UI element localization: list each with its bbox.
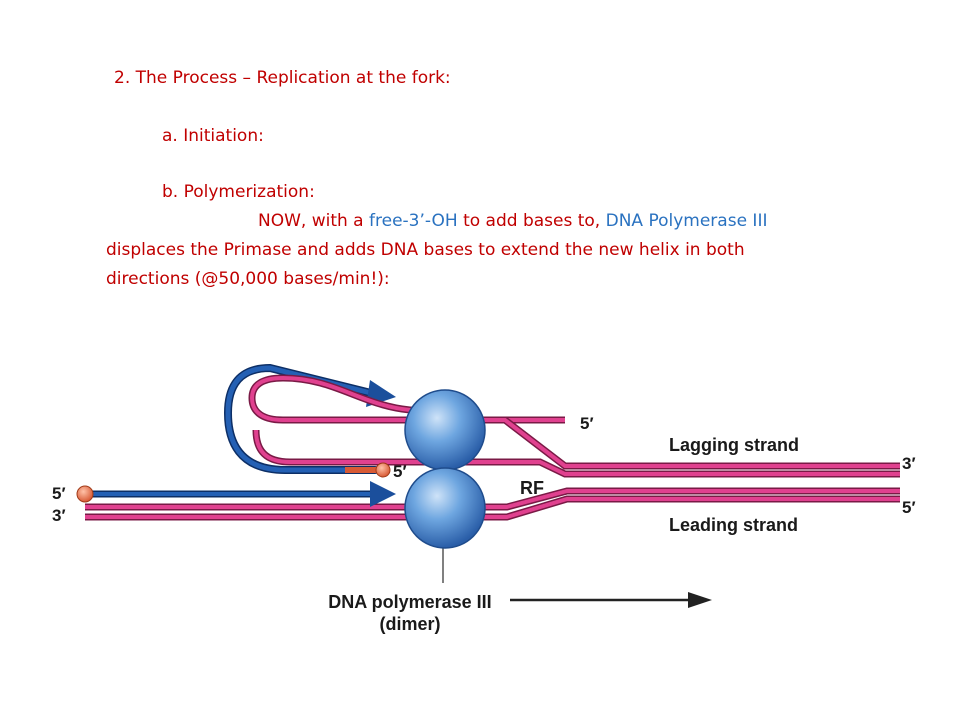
- label-enzyme: DNA polymerase III: [328, 592, 491, 612]
- polymerization-heading: b. Polymerization:: [162, 182, 315, 202]
- primer-bead: [375, 462, 391, 478]
- label-5prime-right: 5′: [902, 498, 916, 517]
- label-3prime-left: 3′: [52, 506, 66, 525]
- slide-heading: 2. The Process – Replication at the fork…: [114, 68, 451, 88]
- leading-parent: [85, 489, 900, 509]
- label-5prime-primer: 5′: [393, 462, 407, 481]
- label-rf: RF: [520, 478, 544, 498]
- leading-template: [85, 497, 900, 519]
- paragraph-text: NOW, with a: [258, 211, 370, 231]
- leading-primer-bead: [76, 485, 94, 503]
- paragraph-line-3: directions (@50,000 bases/min!):: [106, 269, 390, 289]
- lagging-parent-top2: [512, 460, 900, 476]
- free-oh-term: free-3’-OH: [369, 211, 458, 231]
- lagging-template-loop: [249, 375, 565, 422]
- direction-arrow-icon: [688, 592, 712, 608]
- enzyme-term: DNA Polymerase III: [605, 211, 768, 231]
- paragraph-text: to add bases to,: [457, 211, 606, 231]
- polymerase-subunit-bottom: [404, 467, 486, 549]
- paragraph-line-1: NOW, with a free-3’-OH to add bases to, …: [258, 210, 767, 232]
- lagging-new-strand: [225, 365, 378, 473]
- label-leading-strand: Leading strand: [669, 515, 798, 535]
- initiation-heading: a. Initiation:: [162, 126, 264, 146]
- label-5prime-left: 5′: [52, 484, 66, 503]
- label-5prime-lagging-top: 5′: [580, 414, 594, 433]
- label-3prime-right: 3′: [902, 454, 916, 473]
- label-enzyme-dimer: (dimer): [379, 614, 440, 634]
- polymerase-subunit-top: [404, 389, 486, 471]
- paragraph-line-2: displaces the Primase and adds DNA bases…: [106, 240, 745, 260]
- label-lagging-strand: Lagging strand: [669, 435, 799, 455]
- leading-arrowhead-icon: [370, 481, 396, 507]
- lagging-inner: [254, 429, 512, 464]
